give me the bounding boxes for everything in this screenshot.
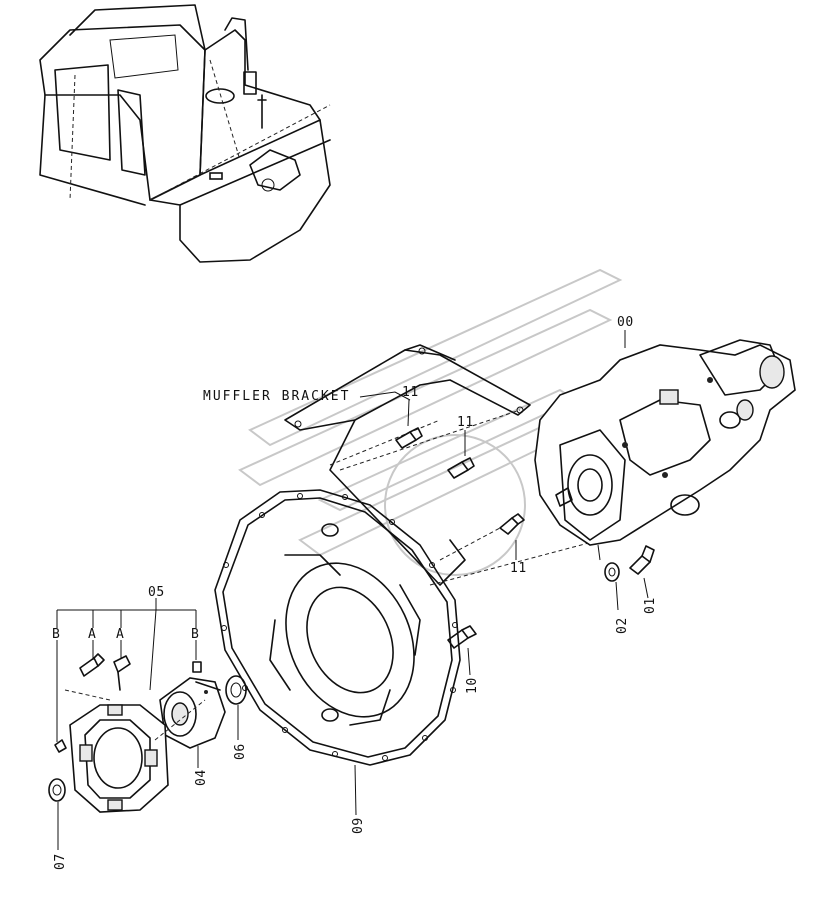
washer-07 xyxy=(48,778,66,850)
leader-lines xyxy=(359,330,626,401)
label-ref-b-right: B xyxy=(191,627,199,642)
washer-02 xyxy=(604,562,620,611)
label-part-11-top: 11 xyxy=(402,385,419,400)
label-part-01: 01 xyxy=(643,597,658,614)
label-part-05: 05 xyxy=(148,585,165,600)
bolt-a-left xyxy=(79,653,105,677)
label-ref-a-left: A xyxy=(88,627,96,642)
label-muffler-bracket: MUFFLER BRACKET xyxy=(203,389,350,404)
set-screw-b-left xyxy=(54,739,67,753)
bolt-10 xyxy=(447,625,477,676)
bolt-01 xyxy=(629,545,655,599)
label-part-11-middle: 11 xyxy=(457,415,474,430)
label-part-04: 04 xyxy=(194,769,209,786)
label-ref-a-right: A xyxy=(116,627,124,642)
label-part-11-lower: 11 xyxy=(510,561,527,576)
label-part-09: 09 xyxy=(351,817,366,834)
label-part-10: 10 xyxy=(465,677,480,694)
set-screw-b-right xyxy=(192,661,202,673)
muffler-bracket xyxy=(284,344,601,586)
coupling-hub-04 xyxy=(159,677,226,768)
bolt-11-top xyxy=(395,399,423,449)
bolt-11-middle xyxy=(447,430,475,479)
excavator-location-inset xyxy=(39,4,331,263)
label-part-06: 06 xyxy=(233,743,248,760)
coupling-05 xyxy=(64,689,206,813)
washer-06 xyxy=(225,675,247,740)
label-part-02: 02 xyxy=(615,617,630,634)
label-part-00: 00 xyxy=(617,315,634,330)
flywheel-housing xyxy=(214,489,461,816)
bolt-11-lower xyxy=(439,513,525,561)
label-ref-b-left: B xyxy=(52,627,60,642)
bolt-a-right xyxy=(113,655,131,691)
label-part-07: 07 xyxy=(53,853,68,870)
hydraulic-pump xyxy=(534,339,796,561)
flange-holes xyxy=(221,493,458,761)
part-labels: MUFFLER BRACKET 00 11 11 11 01 02 10 09 … xyxy=(52,315,658,870)
callout-tree-05 xyxy=(56,598,197,742)
